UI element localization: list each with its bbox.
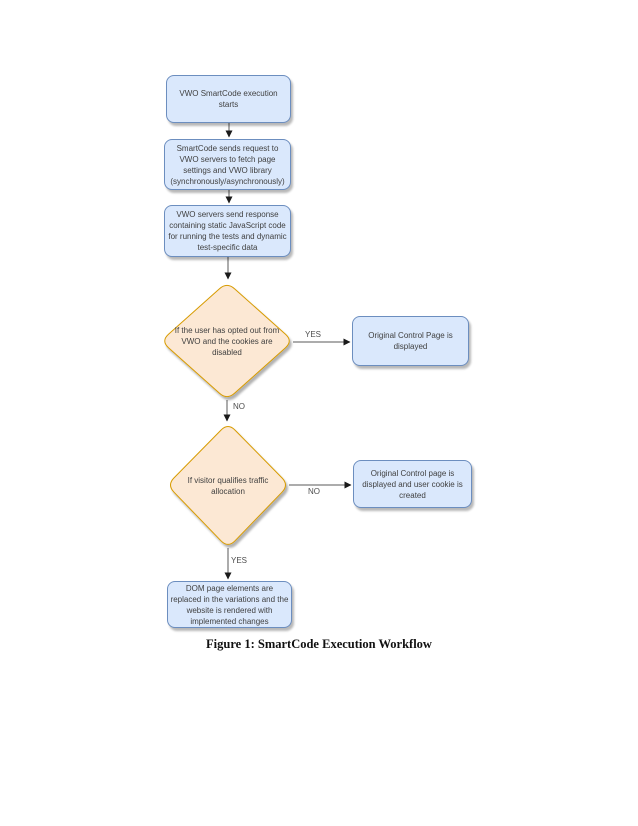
node-start-label: VWO SmartCode execution starts <box>179 89 278 109</box>
node-request-label: SmartCode sends request to VWO servers t… <box>170 143 285 186</box>
decision-optout-label: If the user has opted out from VWO and t… <box>174 325 280 357</box>
edge-label-traffic-yes: YES <box>231 556 248 565</box>
decision-traffic-label: If visitor qualifies traffic allocation <box>187 475 269 496</box>
node-response: VWO servers send response containing sta… <box>164 205 291 257</box>
node-control-page-label: Original Control Page is displayed <box>368 331 453 351</box>
decision-traffic: If visitor qualifies traffic allocation <box>167 423 289 548</box>
edge-label-optout-no: NO <box>233 402 245 411</box>
decision-optout: If the user has opted out from VWO and t… <box>161 282 293 400</box>
node-control-page-cookie: Original Control page is displayed and u… <box>353 460 472 508</box>
edge-label-traffic-no: NO <box>308 487 320 496</box>
node-dom-replaced: DOM page elements are replaced in the va… <box>167 581 292 628</box>
node-response-label: VWO servers send response containing sta… <box>168 210 287 252</box>
decision-traffic-shape <box>170 426 286 545</box>
figure-caption: Figure 1: SmartCode Execution Workflow <box>206 637 432 651</box>
node-control-page-cookie-label: Original Control page is displayed and u… <box>362 468 463 500</box>
node-dom-replaced-label: DOM page elements are replaced in the va… <box>170 583 289 626</box>
edge-label-optout-yes: YES <box>305 330 322 339</box>
node-request: SmartCode sends request to VWO servers t… <box>164 139 291 190</box>
node-control-page: Original Control Page is displayed <box>352 316 469 366</box>
node-start: VWO SmartCode execution starts <box>166 75 291 123</box>
decision-optout-shape <box>164 284 290 398</box>
